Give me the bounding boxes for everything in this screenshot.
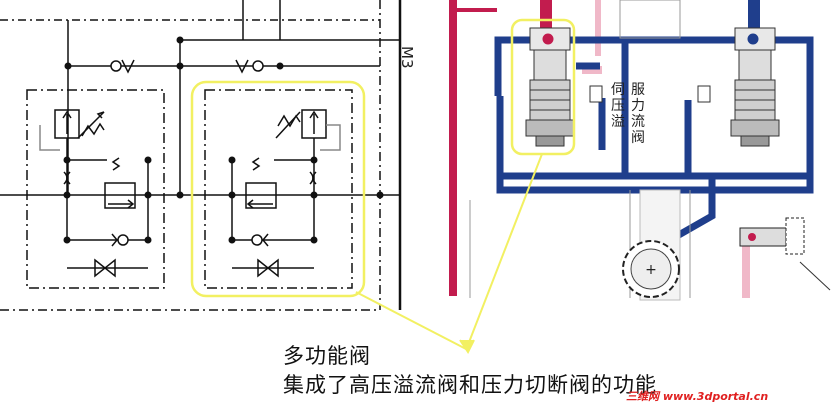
module-label: M3 [398, 46, 416, 69]
caption-title: 多功能阀 [283, 344, 371, 368]
svg-text:+: + [645, 262, 657, 278]
valve-cartridge-left [525, 27, 575, 147]
highlight-box-schematic [190, 80, 366, 298]
fitting-icon [739, 217, 805, 255]
highlight-box-cartridge [510, 18, 576, 156]
cutaway: + [449, 0, 831, 301]
servo-label-col2: 服力流阀 [631, 82, 645, 146]
valve-unit-right [231, 109, 341, 278]
schematic [0, 0, 402, 311]
caption-description: 集成了高压溢流阀和压力切断阀的功能 [283, 373, 657, 397]
valve-cartridge-right [730, 27, 780, 147]
check-valve-right [235, 59, 264, 74]
servo-label-col1: 伺压溢 [611, 82, 625, 130]
watermark: 三维网 www.3dportal.cn [626, 390, 769, 403]
valve-unit-left [39, 109, 149, 278]
gear-icon: + [622, 240, 680, 298]
check-valve-left [110, 59, 135, 74]
pointer-arrows [355, 153, 543, 354]
